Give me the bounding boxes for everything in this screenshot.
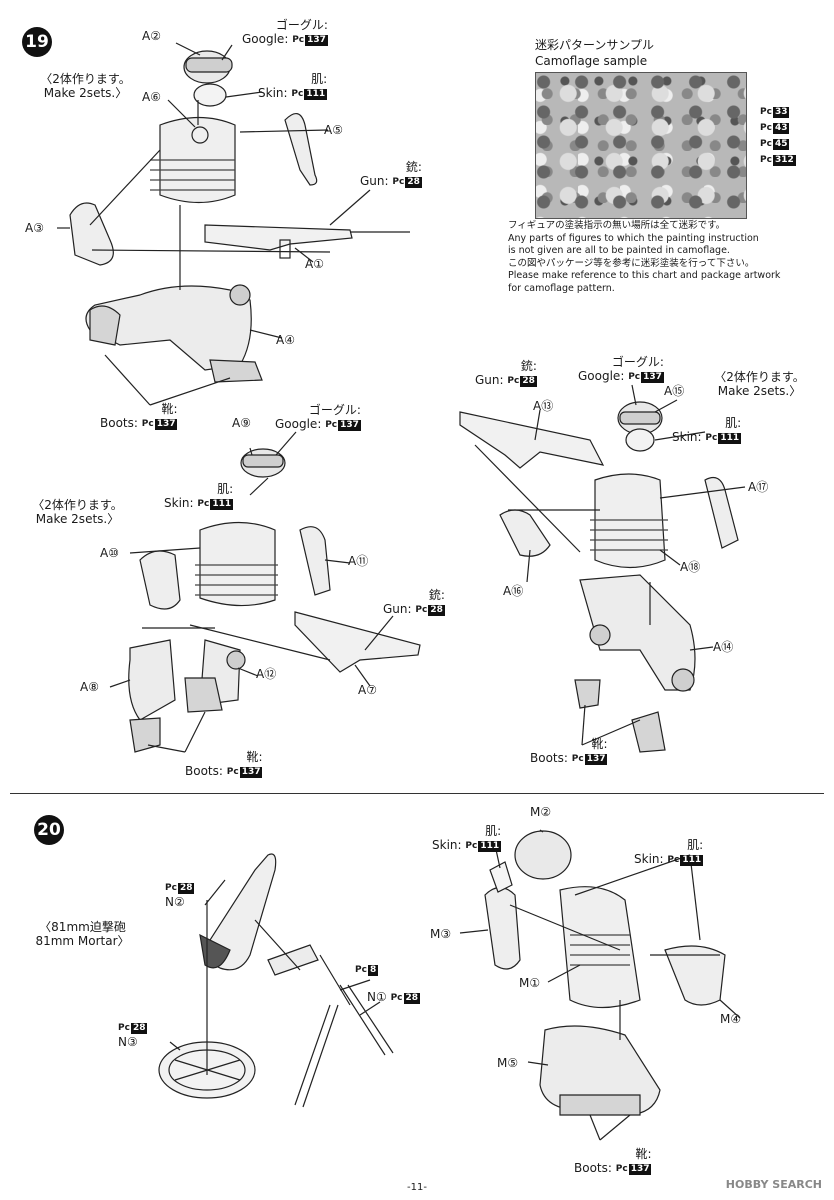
label-a6: A⑥: [142, 90, 161, 104]
figure2-parts: [109, 431, 421, 753]
label-a8: A⑧: [80, 680, 99, 694]
label-a3: A③: [25, 221, 44, 235]
label-a17: A⑰: [748, 480, 769, 494]
label-m1: M①: [519, 976, 541, 990]
label-a16: A⑯: [503, 584, 524, 598]
soldier-m-parts: [459, 829, 741, 1141]
label-m4: M④: [720, 1012, 742, 1026]
watermark: HOBBY SEARCH: [725, 1178, 822, 1191]
camo-note: フィギュアの塗装指示の無い場所は全て迷彩です。 Any parts of fig…: [508, 220, 781, 294]
label-m5: M⑤: [497, 1056, 519, 1070]
figure1-parts: [57, 42, 410, 406]
label-a15: A⑮: [664, 384, 685, 398]
label-a4: A④: [276, 333, 295, 347]
step-20-badge: 20: [34, 815, 64, 845]
camo-swatch: [535, 72, 747, 219]
label-a11: A⑪: [348, 554, 369, 568]
label-a12: A⑫: [256, 667, 277, 681]
label-a14: A⑭: [713, 640, 734, 654]
label-a1: A①: [305, 257, 324, 271]
label-a5: A⑤: [324, 123, 343, 137]
step-19-badge: 19: [22, 27, 52, 57]
label-a7: A⑦: [358, 683, 377, 697]
label-a13: A⑬: [533, 399, 554, 413]
make2-note-2: 〈2体作ります。Make 2sets.〉: [32, 498, 123, 526]
section-divider: [10, 793, 824, 794]
figure3-parts: [459, 384, 746, 753]
label-a2: A②: [142, 29, 161, 43]
label-m2: M②: [530, 805, 552, 819]
label-m3: M③: [430, 927, 452, 941]
make2-note-1: 〈2体作ります。Make 2sets.〉: [40, 72, 131, 100]
make2-note-3: 〈2体作ります。Make 2sets.〉: [714, 370, 805, 398]
mortar-parts: [158, 853, 394, 1108]
page-number: -11-: [407, 1182, 427, 1193]
label-a10: A⑩: [100, 546, 119, 560]
label-a18: A⑱: [680, 560, 701, 574]
label-a9: A⑨: [232, 416, 251, 430]
